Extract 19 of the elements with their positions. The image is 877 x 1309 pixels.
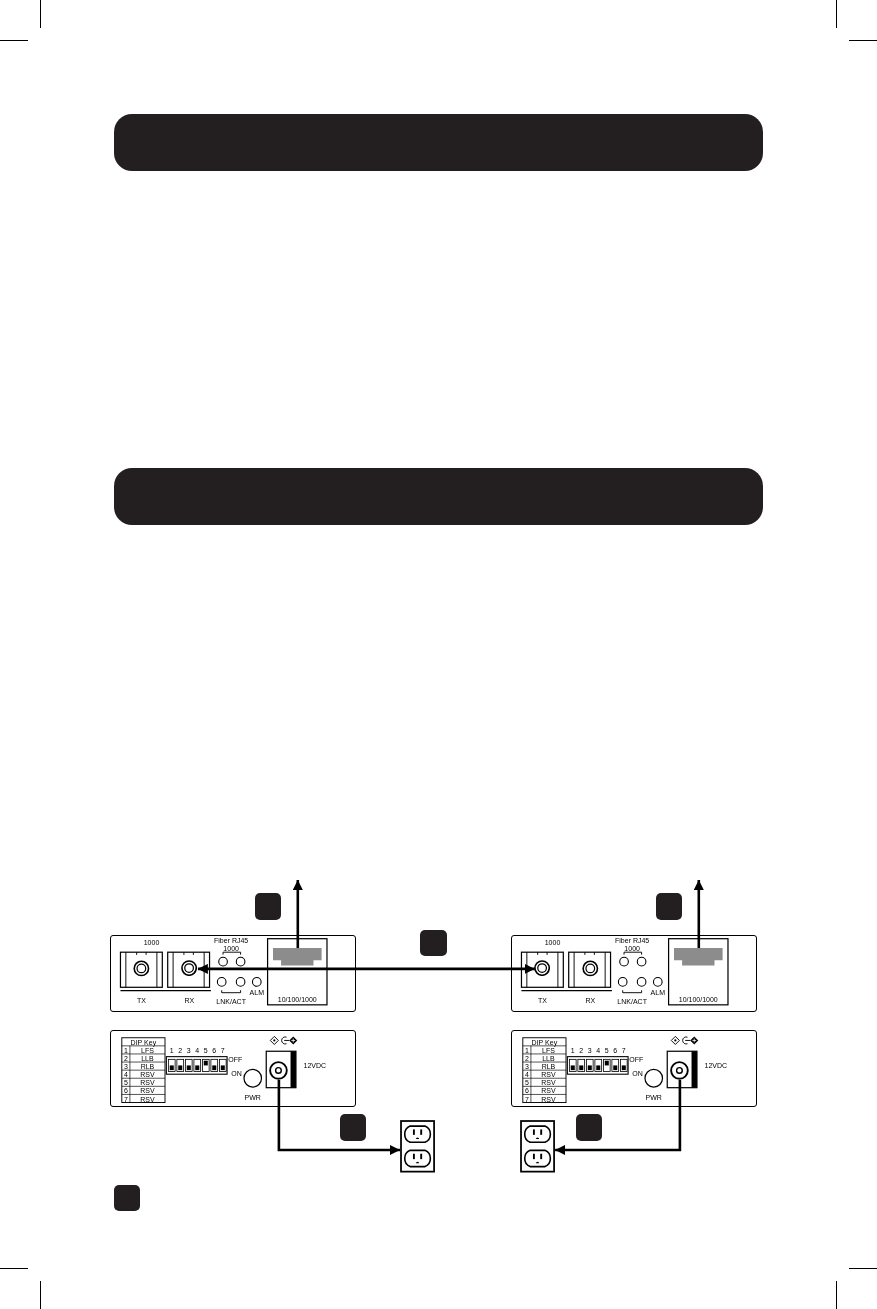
heading-bar: [114, 468, 763, 525]
double-headed-arrow: [197, 963, 535, 974]
arrow: [555, 1080, 682, 1155]
arrow: [292, 880, 303, 949]
ethernet-jack-icon: [273, 948, 322, 966]
media-converter-rear-panel: [511, 1030, 757, 1107]
media-converter-rear-panel: [110, 1030, 356, 1107]
heading-bar: [114, 114, 763, 171]
ethernet-jack-icon: [674, 948, 723, 966]
arrow: [693, 880, 704, 949]
power-jack-icon: [268, 1060, 288, 1080]
power-outlet-icon: [400, 1120, 436, 1173]
fiber-port-icon: [534, 960, 551, 977]
media-converter-front-panel: [511, 935, 757, 1012]
power-jack-icon: [669, 1060, 689, 1080]
power-outlet-icon: [520, 1120, 556, 1173]
fiber-port-icon: [181, 960, 198, 977]
arrow: [277, 1080, 400, 1155]
media-converter-front-panel: [110, 935, 356, 1012]
